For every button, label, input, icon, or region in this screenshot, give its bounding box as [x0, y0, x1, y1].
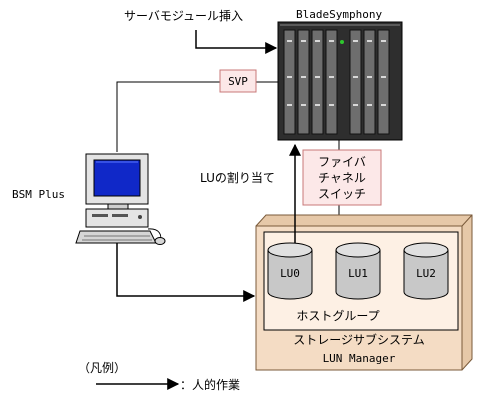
pc-computer [75, 153, 166, 245]
blade-slot-led [329, 76, 334, 78]
blade-slot [377, 29, 390, 135]
blade-server [277, 21, 403, 141]
blade-slot-led [381, 104, 386, 106]
lu0-label: LU0 [280, 267, 300, 280]
blade-slot-led [287, 40, 292, 42]
mouse-icon [154, 237, 166, 245]
blade-slot-led [329, 104, 334, 106]
blade-slot [297, 29, 310, 135]
fiber-switch-line-2: チャネル [318, 171, 366, 185]
blade-slot-led [315, 104, 320, 106]
disk-lu1: LU1 [335, 242, 381, 300]
svp-box: SVP [219, 69, 257, 93]
legend-item: ：人的作業 [180, 377, 240, 392]
blade-slots [283, 29, 390, 135]
blade-slot-led [301, 104, 306, 106]
blade-slot-led [353, 76, 358, 78]
blade-slot-led [315, 40, 320, 42]
storage-subsystem-label: ストレージサブシステム [293, 332, 424, 347]
pc-svp-line [116, 81, 220, 152]
blade-slot [349, 29, 362, 135]
legend-title: （凡例） [78, 361, 126, 375]
power-led-icon [340, 40, 344, 44]
blade-slot-led [381, 76, 386, 78]
monitor-screen [93, 159, 141, 197]
blade-slot-led [301, 76, 306, 78]
lu-assign-label: LUの割り当て [200, 170, 275, 185]
blade-slot [311, 29, 324, 135]
bsm-plus-label: BSM Plus [12, 188, 65, 201]
blade-slot-led [315, 76, 320, 78]
pc-storage-arrow [116, 243, 256, 302]
blade-slot-led [353, 40, 358, 42]
blade-insert-label: サーバモジュール挿入 [124, 9, 243, 23]
blade-slot-led [329, 40, 334, 42]
blade-slot-led [301, 40, 306, 42]
fiber-switch-line-3: スイッチ [318, 187, 366, 201]
svp-label: SVP [228, 75, 248, 88]
blade-slot-led [367, 76, 372, 78]
legend: （凡例） ：人的作業 [78, 361, 240, 392]
disk-lu2: LU2 [403, 242, 449, 300]
blade-slot-led [287, 76, 292, 78]
blade-slot [363, 29, 376, 135]
blade-slot [283, 29, 296, 135]
blade-slot-led [381, 40, 386, 42]
disk-lu0: LU0 [267, 242, 313, 300]
blade-name-label: BladeSymphony [296, 8, 382, 21]
fiber-switch-box: ファイバ チャネル スイッチ [302, 149, 382, 206]
blade-slot-led [287, 104, 292, 106]
fiber-switch-line-1: ファイバ [318, 155, 366, 169]
blade-slot-led [367, 40, 372, 42]
blade-slot-led [367, 104, 372, 106]
lu2-label: LU2 [416, 267, 436, 280]
lun-manager-label: LUN Manager [323, 352, 396, 365]
host-group-label: ホストグループ [296, 309, 379, 323]
insert-arrow [195, 30, 278, 54]
blade-slot [325, 29, 338, 135]
blade-slot-led [353, 104, 358, 106]
lu1-label: LU1 [348, 267, 368, 280]
